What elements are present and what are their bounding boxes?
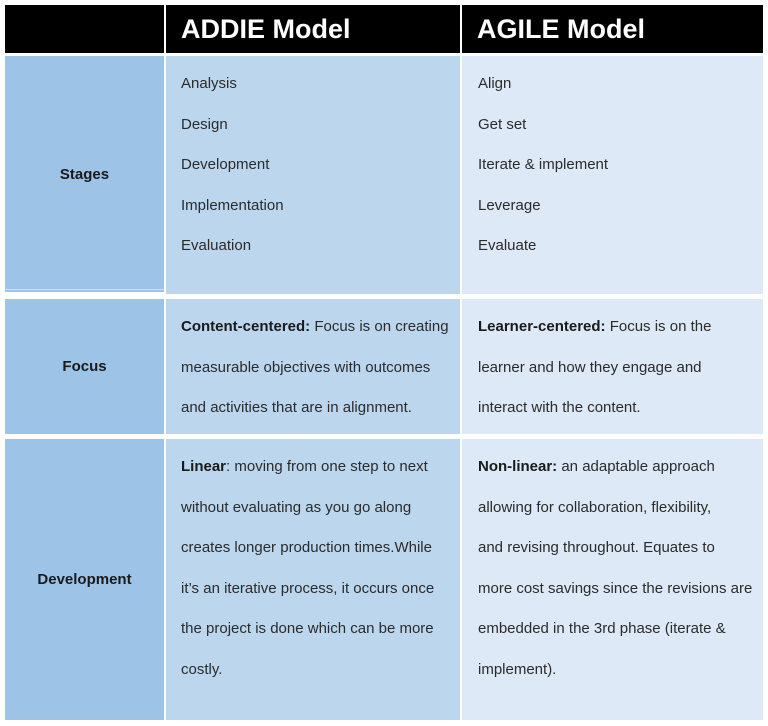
- row-label-development: Development: [5, 439, 164, 720]
- row-label-development-text: Development: [37, 571, 132, 588]
- addie-dev-line: creates longer production times.While: [181, 539, 432, 556]
- agile-dev-lead: Non-linear:: [478, 458, 558, 475]
- agile-focus-line: Learner-centered: Focus is on the: [478, 307, 763, 348]
- agile-focus-text: Focus is on the: [605, 318, 712, 335]
- stages-divider: [5, 289, 164, 290]
- agile-focus-cell: Learner-centered: Focus is on the learne…: [462, 299, 763, 434]
- agile-dev-line: Non-linear: an adaptable approach: [478, 447, 763, 488]
- addie-stage-item: Implementation: [181, 196, 284, 214]
- header-agile-model: AGILE Model: [462, 5, 763, 53]
- addie-stage-item: Development: [181, 156, 270, 173]
- agile-dev-line: more cost savings since the revisions ar…: [478, 579, 753, 597]
- agile-focus-lead: Learner-centered:: [478, 318, 606, 335]
- addie-focus-line: measurable objectives with outcomes: [181, 358, 431, 376]
- addie-development-cell: Linear: moving from one step to next wit…: [166, 439, 460, 720]
- agile-stage-item: Evaluate: [478, 237, 537, 254]
- addie-dev-lead: Linear: [181, 458, 227, 475]
- agile-development-cell: Non-linear: an adaptable approach allowi…: [462, 439, 763, 720]
- addie-focus-text: Focus is on creating: [310, 318, 449, 335]
- addie-focus-line: Content-centered: Focus is on creating: [181, 307, 460, 348]
- header-blank-cell: [5, 5, 164, 53]
- row-label-focus-text: Focus: [62, 358, 107, 375]
- agile-dev-line: allowing for collaboration, flexibility,: [478, 498, 712, 516]
- agile-stage-item: Get set: [478, 115, 527, 133]
- addie-dev-line: costly.: [181, 660, 223, 678]
- addie-dev-line: Linear: moving from one step to next: [181, 447, 460, 488]
- row-label-stages: Stages: [5, 56, 164, 294]
- agile-dev-line: embedded in the 3rd phase (iterate &: [478, 620, 726, 637]
- addie-dev-line: it’s an iterative process, it occurs onc…: [181, 579, 435, 597]
- agile-focus-line: interact with the content.: [478, 399, 641, 416]
- addie-dev-text: : moving from one step to next: [226, 458, 428, 475]
- addie-dev-line: the project is done which can be more: [181, 620, 434, 637]
- agile-stage-item: Align: [478, 75, 512, 92]
- addie-focus-cell: Content-centered: Focus is on creating m…: [166, 299, 460, 434]
- addie-stage-item: Evaluation: [181, 237, 252, 254]
- addie-dev-line: without evaluating as you go along: [181, 498, 412, 516]
- addie-stages-cell: Analysis Design Development Implementati…: [166, 56, 460, 294]
- agile-dev-line: implement).: [478, 660, 557, 678]
- row-label-stages-text: Stages: [59, 165, 110, 183]
- agile-dev-text: an adaptable approach: [557, 458, 715, 475]
- agile-dev-line: and revising throughout. Equates to: [478, 539, 715, 556]
- agile-stage-item: Leverage: [478, 196, 541, 214]
- addie-focus-lead: Content-centered:: [181, 318, 311, 335]
- row-label-focus: Focus: [5, 299, 164, 434]
- addie-stage-item: Design: [181, 115, 228, 133]
- addie-stage-item: Analysis: [181, 75, 237, 92]
- agile-focus-line: learner and how they engage and: [478, 358, 702, 376]
- header-addie-model: ADDIE Model: [166, 5, 460, 53]
- agile-stages-cell: Align Get set Iterate & implement Levera…: [462, 56, 763, 294]
- addie-focus-line: and activities that are in alignment.: [181, 399, 412, 416]
- agile-stage-item: Iterate & implement: [478, 156, 609, 173]
